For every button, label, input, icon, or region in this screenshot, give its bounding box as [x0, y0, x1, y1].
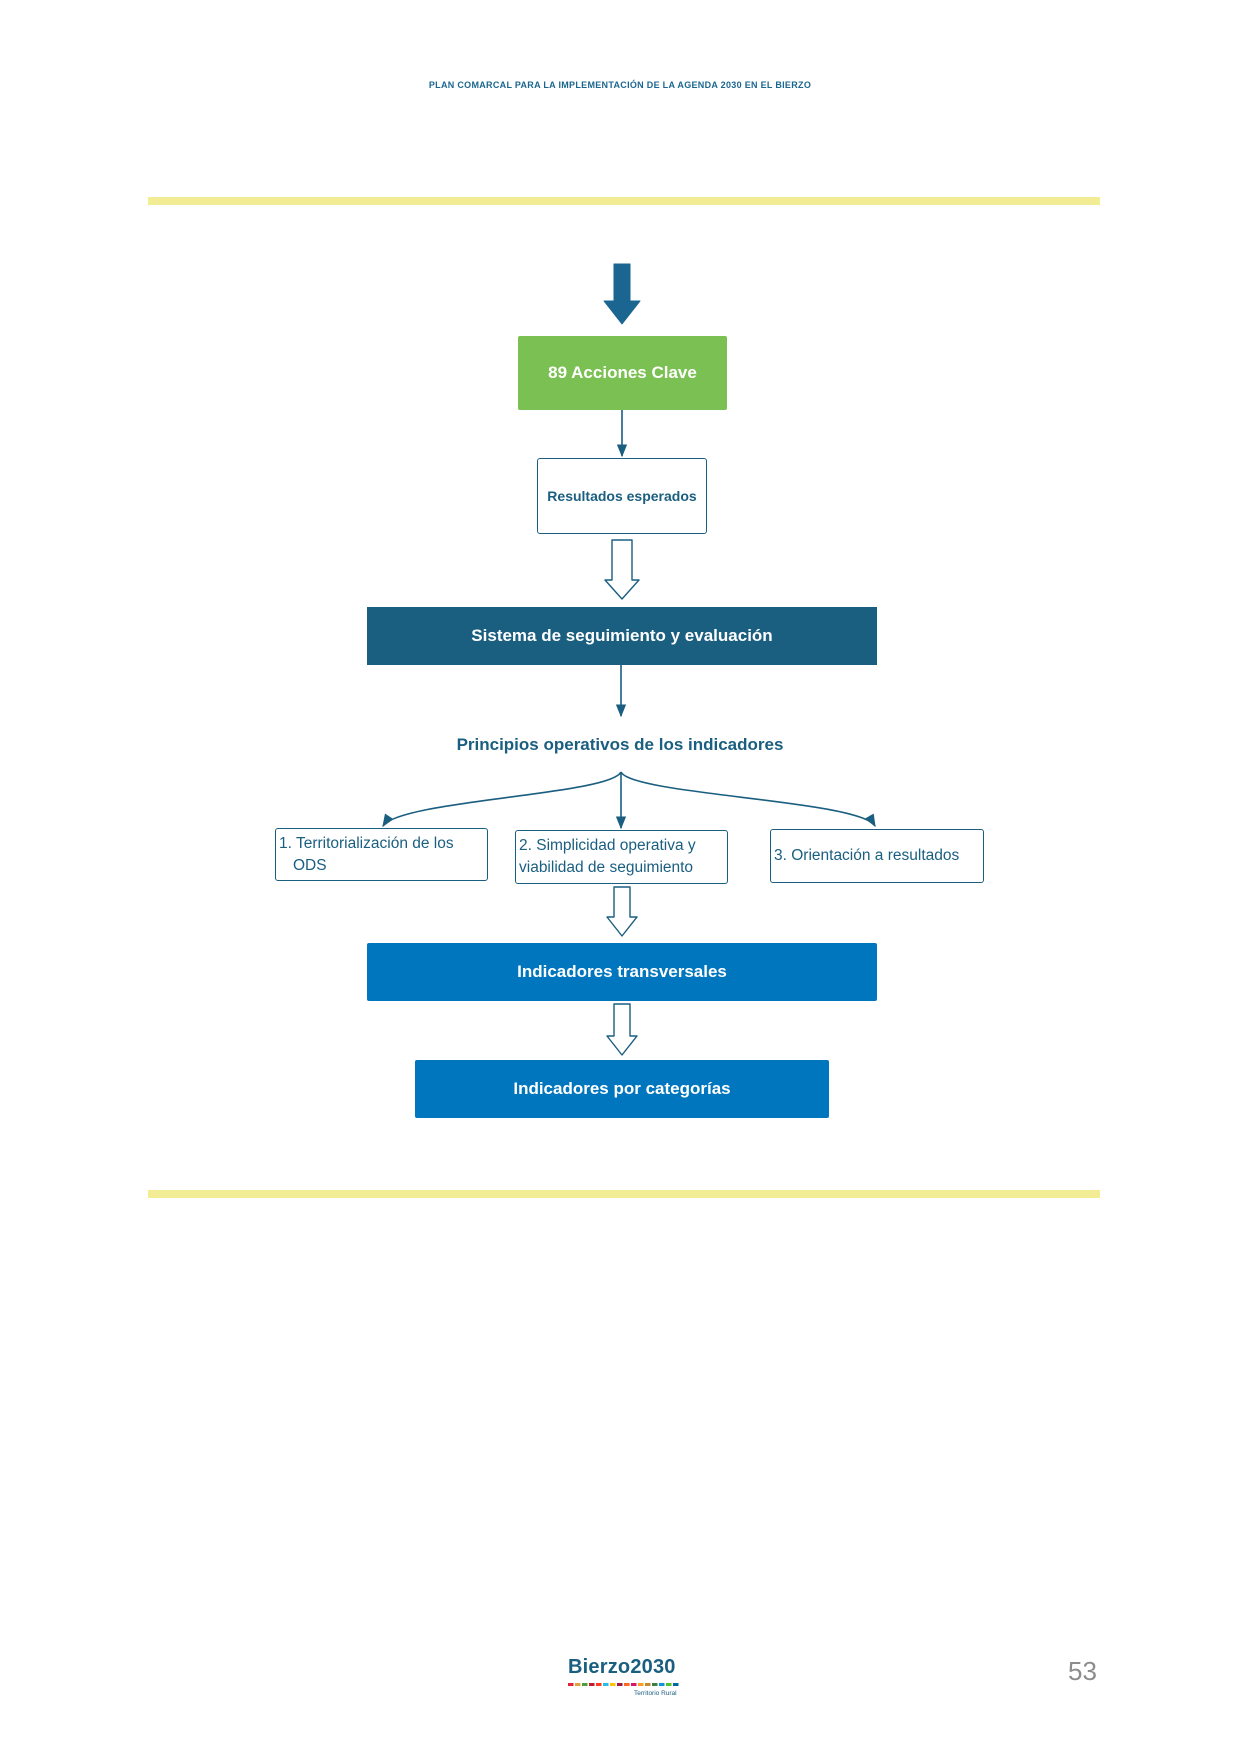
node-principio-1: 1. Territorialización de los ODS: [275, 828, 488, 881]
bottom-divider: [148, 1190, 1100, 1198]
node-sistema-seguimiento-label: Sistema de seguimiento y evaluación: [471, 626, 773, 645]
logo-bar-segment: [610, 1683, 616, 1686]
node-resultados-esperados-label: Resultados esperados: [547, 488, 697, 504]
node-resultados-esperados: Resultados esperados: [537, 458, 707, 534]
logo-bar-segment: [666, 1683, 672, 1686]
node-acciones-clave: 89 Acciones Clave: [518, 336, 727, 410]
logo-bar-segment: [631, 1683, 637, 1686]
edge-resultados-sistema: [604, 539, 640, 600]
node-principio-3: 3. Orientación a resultados: [770, 829, 984, 883]
node-principio-2: 2. Simplicidad operativa y viabilidad de…: [515, 830, 728, 884]
page-number: 53: [1068, 1656, 1097, 1686]
edge-principios-p1: [382, 771, 622, 828]
node-indicadores-categorias-label: Indicadores por categorías: [513, 1079, 731, 1098]
logo-bar-segment: [582, 1683, 588, 1686]
node-acciones-clave-label: 89 Acciones Clave: [548, 363, 697, 382]
logo-bar-segment: [659, 1683, 665, 1686]
logo-bar-segment: [617, 1683, 623, 1686]
logo-bar-segment: [575, 1683, 581, 1686]
logo-bar-segment: [603, 1683, 609, 1686]
node-principio-3-label: 3. Orientación a resultados: [774, 847, 960, 864]
logo-bar-segment: [673, 1683, 679, 1686]
node-sistema-seguimiento: Sistema de seguimiento y evaluación: [367, 607, 877, 665]
edge-transversales-categorias: [606, 1003, 638, 1056]
logo-bar-segment: [638, 1683, 644, 1686]
top-divider: [148, 197, 1100, 205]
node-principio-1-label: 1. Territorialización de los ODS: [279, 834, 454, 874]
document-header: PLAN COMARCAL PARA LA IMPLEMENTACIÓN DE …: [428, 80, 812, 90]
edge-principios-p3: [620, 771, 876, 828]
logo-bar-segment: [568, 1683, 574, 1686]
edge-p2-transversales: [606, 886, 638, 937]
bierzo2030-logo: Bierzo2030: [568, 1656, 676, 1678]
node-principio-2-label: 2. Simplicidad operativa y viabilidad de…: [519, 837, 696, 876]
logo-bar-segment: [596, 1683, 602, 1686]
node-indicadores-transversales-label: Indicadores transversales: [517, 962, 727, 981]
node-indicadores-categorias: Indicadores por categorías: [415, 1060, 829, 1118]
principios-heading: Principios operativos de los indicadores: [456, 735, 784, 754]
logo-bar-segment: [624, 1683, 630, 1686]
logo-bar-segment: [652, 1683, 658, 1686]
logo-bar-segment: [589, 1683, 595, 1686]
logo-bar-segment: [645, 1683, 651, 1686]
entry-arrow: [603, 263, 641, 325]
bierzo2030-logo-subtitle: Territorio Rural: [634, 1690, 677, 1697]
bierzo2030-logo-bars: [568, 1683, 679, 1686]
node-indicadores-transversales: Indicadores transversales: [367, 943, 877, 1001]
